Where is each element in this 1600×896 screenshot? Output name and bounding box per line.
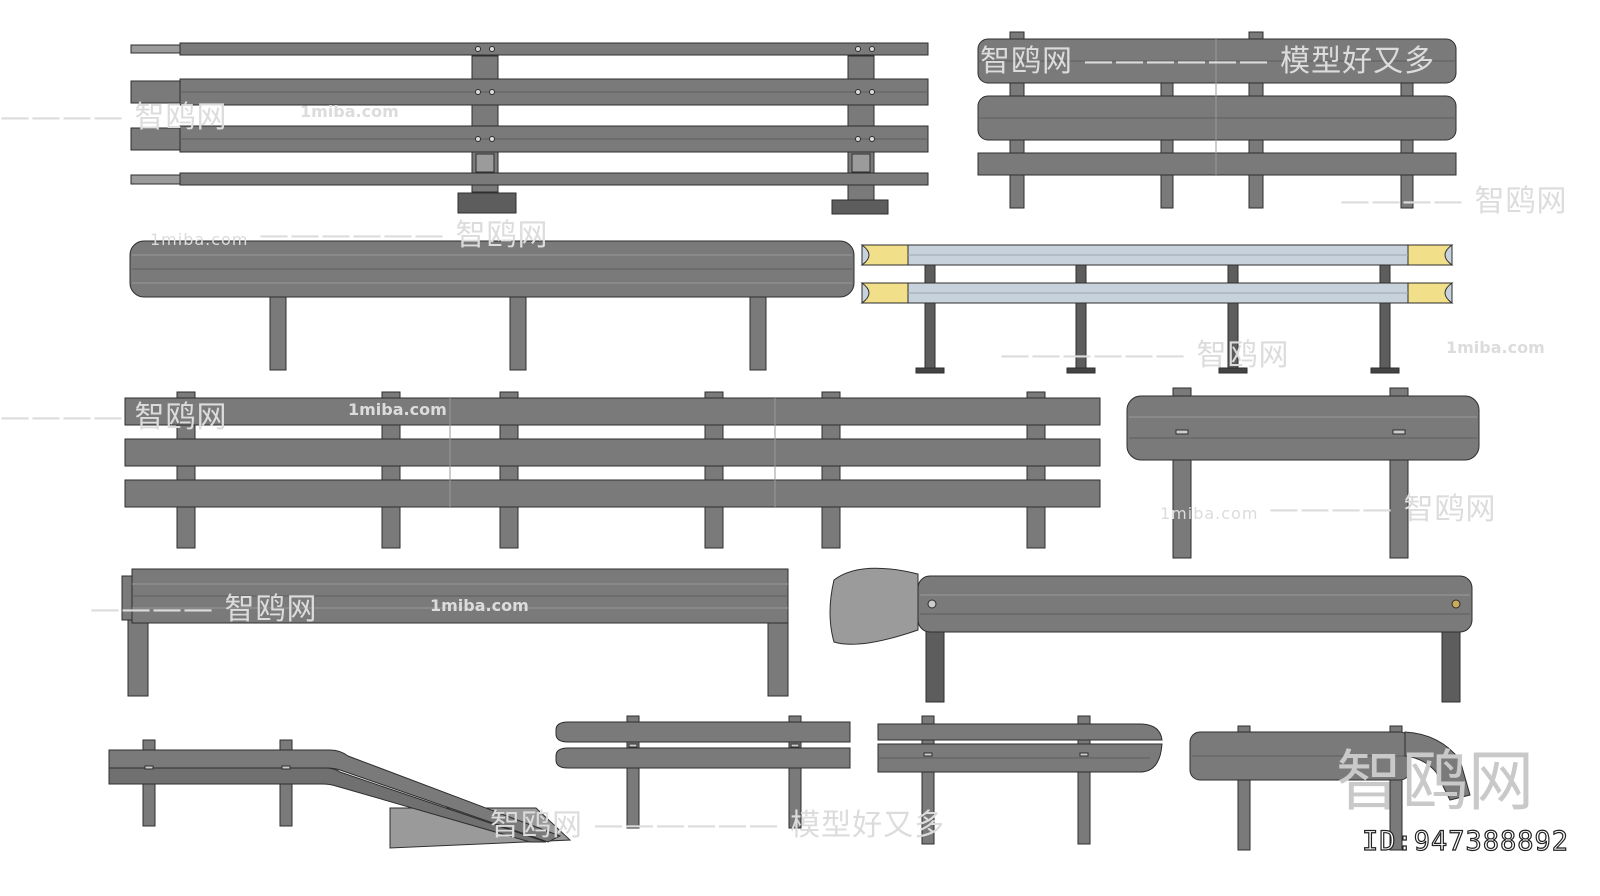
three-beam-guardrail-short	[1126, 387, 1480, 559]
ramped-end-anchor-guardrail	[108, 739, 572, 849]
pointed-end-guardrail	[877, 715, 1163, 845]
rounded-end-guardrail	[555, 715, 851, 829]
four-rail-tube-guardrail	[130, 42, 929, 215]
flared-end-terminal-guardrail	[829, 567, 1473, 703]
model-id-label: ID:947388892	[1361, 825, 1570, 857]
three-plank-barrier	[124, 391, 1101, 549]
three-beam-guardrail	[977, 31, 1457, 209]
curved-end-guardrail	[1189, 725, 1471, 851]
w-beam-guardrail-long	[129, 240, 855, 371]
channel-beam-guardrail	[121, 568, 789, 697]
galvanized-double-beam-guardrail	[860, 244, 1454, 374]
